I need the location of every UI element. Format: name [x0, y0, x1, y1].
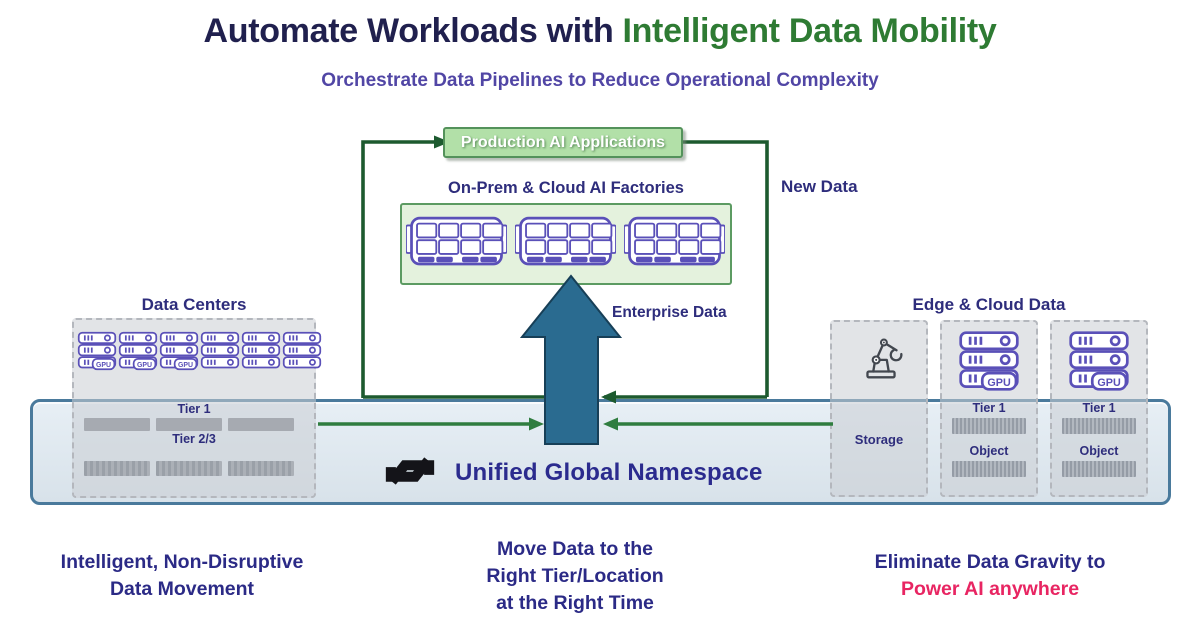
tier1-label: Tier 1	[177, 402, 211, 416]
edge-object-label: Object	[1079, 444, 1119, 458]
edge-tier1-bar	[1062, 418, 1136, 434]
server-gpu-icon	[77, 331, 117, 371]
title-highlight: Intelligent Data Mobility	[622, 12, 997, 50]
edge-tier1-label: Tier 1	[972, 401, 1006, 415]
footer-data-gravity: Eliminate Data Gravity to Power AI anywh…	[830, 549, 1150, 603]
server-icon	[200, 331, 240, 371]
tier1-volumes	[84, 418, 294, 431]
data-center-server-icons	[77, 331, 322, 371]
gpu-cluster-icon	[515, 216, 616, 268]
edge-object-bar	[952, 461, 1026, 477]
footer-move-data: Move Data to the Right Tier/Location at …	[430, 536, 720, 617]
storage-volume-bar	[156, 418, 222, 431]
storage-volume-bar	[228, 418, 294, 431]
server-icon	[282, 331, 322, 371]
gpu-cluster-icon	[624, 216, 725, 268]
footer-line: Eliminate Data Gravity to	[874, 551, 1106, 573]
storage-volume-bar	[228, 461, 294, 476]
unified-namespace-label: Unified Global Namespace	[455, 459, 763, 486]
edge-object-bar	[1062, 461, 1136, 477]
robot-arm-icon	[852, 330, 910, 384]
footer-line: Move Data to the	[496, 538, 654, 560]
footer-line: at the Right Time	[496, 591, 654, 614]
data-centers-label: Data Centers	[141, 295, 247, 314]
footer-intelligent-movement: Intelligent, Non-Disruptive Data Movemen…	[30, 549, 334, 603]
server-gpu-icon	[159, 331, 199, 371]
storage-label: Storage	[854, 432, 904, 447]
edge-storage-group-box	[830, 320, 928, 497]
edge-server-gpu-icon	[1068, 331, 1130, 391]
edge-cloud-label: Edge & Cloud Data	[912, 295, 1066, 314]
storage-volume-bar	[84, 461, 150, 476]
ai-factories-label: On-Prem & Cloud AI Factories	[448, 179, 684, 197]
server-gpu-icon	[118, 331, 158, 371]
page-subtitle: Orchestrate Data Pipelines to Reduce Ope…	[321, 70, 879, 91]
edge-tier1-label: Tier 1	[1082, 401, 1116, 415]
tier23-volumes	[84, 461, 294, 476]
title-prefix: Automate Workloads with	[203, 12, 614, 50]
gpu-cluster-icon	[406, 216, 507, 268]
edge-server-gpu-icon	[958, 331, 1020, 391]
new-data-label: New Data	[781, 177, 858, 196]
edge-object-label: Object	[969, 444, 1009, 458]
footer-line: Right Tier/Location	[486, 564, 664, 587]
gpu-cluster-icons	[406, 216, 726, 268]
server-icon	[241, 331, 281, 371]
tier23-label: Tier 2/3	[172, 432, 216, 446]
edge-tier1-bar	[952, 418, 1026, 434]
storage-volume-bar	[156, 461, 222, 476]
enterprise-data-label: Enterprise Data	[612, 304, 727, 321]
hammerspace-logo-icon	[383, 449, 437, 493]
storage-volume-bar	[84, 418, 150, 431]
footer-line: Intelligent, Non-Disruptive	[60, 551, 304, 573]
footer-accent-line: Power AI anywhere	[900, 577, 1080, 600]
footer-line: Data Movement	[109, 577, 255, 600]
production-ai-box: Production AI Applications	[443, 127, 683, 158]
